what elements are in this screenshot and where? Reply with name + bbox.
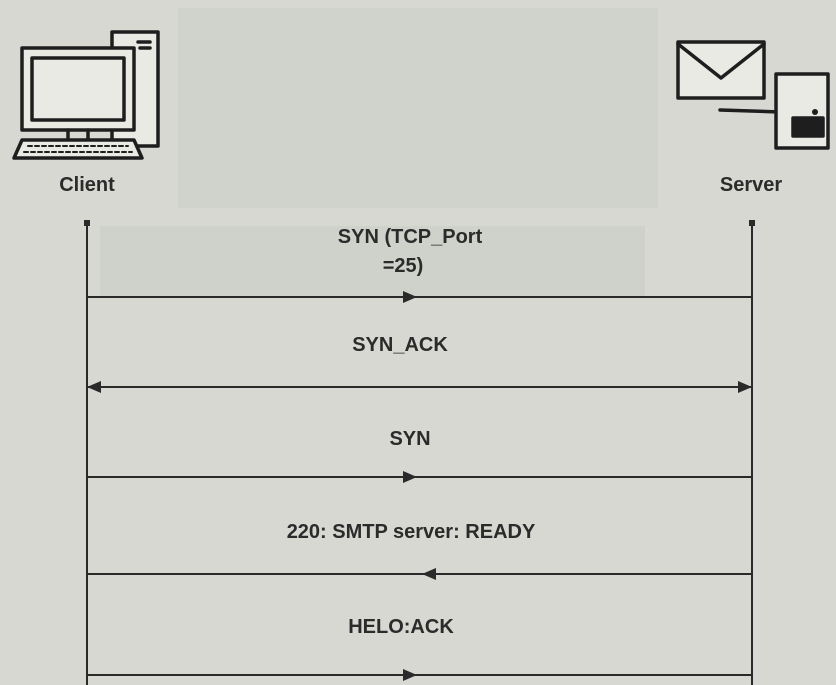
message-arrow-helo-ack [87,669,752,681]
background-panel-top [178,8,658,208]
client-lifeline-cap [84,220,90,226]
message-arrow-syn-port [87,291,752,303]
desktop-computer-icon [12,30,160,160]
message-arrow-smtp-ready [87,568,752,580]
message-label-syn-ack: SYN_ACK [352,334,448,356]
mail-server-icon [676,40,830,150]
message-label-syn-port-line1: SYN (TCP_Port [337,226,483,248]
message-label-smtp-ready: 220: SMTP server: READY [286,521,536,543]
message-label-helo-ack: HELO:ACK [348,616,454,638]
message-label-syn: SYN [389,428,431,450]
message-arrow-syn [87,471,752,483]
server-label: Server [719,174,783,196]
message-arrow-syn-ack [87,381,752,393]
server-lifeline-cap [749,220,755,226]
background-panel-mid [100,226,645,296]
message-label-syn-port-line2: =25) [382,255,424,277]
client-label: Client [59,174,115,196]
